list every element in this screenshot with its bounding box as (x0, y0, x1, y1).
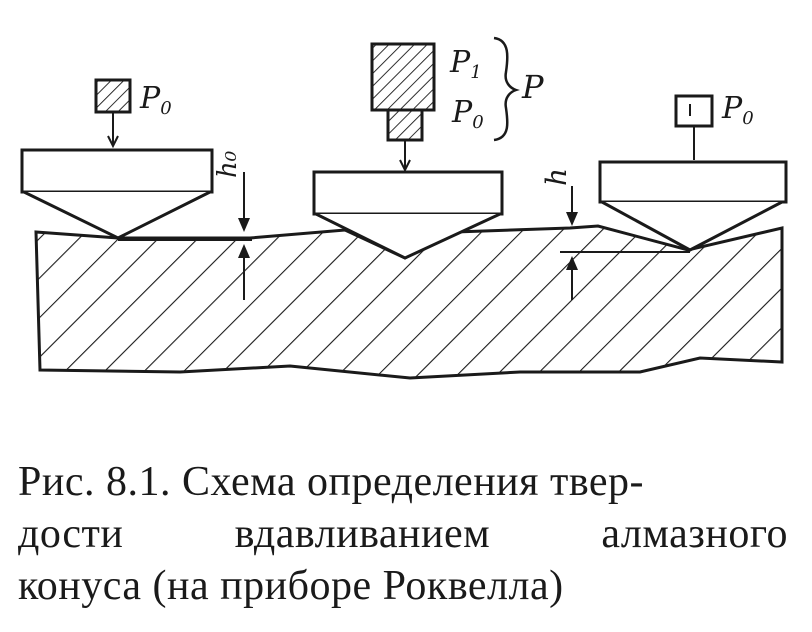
cone-left (23, 190, 211, 240)
weight-p0-left (94, 78, 132, 114)
indenter-middle (312, 42, 504, 260)
indenter-left (20, 78, 214, 240)
weight-p1 (370, 42, 436, 112)
weight-p0-middle (386, 108, 424, 142)
weight-p0-right (674, 94, 714, 128)
anvil-right (598, 160, 788, 204)
figure-caption: Рис. 8.1. Схема определения твер- дости … (18, 456, 788, 612)
anvil-left (20, 148, 214, 194)
dimension-h (560, 186, 690, 300)
svg-text:P0: P0 (451, 95, 484, 133)
cone-middle (315, 212, 501, 260)
svg-text:P1: P1 (449, 45, 482, 83)
indenter-right (598, 94, 788, 252)
caption-word: вдавливанием (234, 511, 491, 557)
caption-line-2: дости вдавливанием алмазного (18, 508, 788, 560)
svg-text:P0: P0 (139, 81, 172, 119)
label-h: h (540, 168, 573, 186)
caption-word: дости (18, 511, 124, 557)
dimension-h0 (118, 172, 252, 300)
cone-right (601, 200, 783, 252)
label-h0: h₀ (213, 150, 243, 178)
caption-word: алмазного (601, 511, 788, 557)
load-brace (493, 36, 520, 142)
anvil-middle (312, 170, 504, 216)
caption-line-3: конуса (на приборе Роквелла) (18, 563, 564, 609)
caption-line-1: Рис. 8.1. Схема определения твер- (18, 459, 645, 505)
label-p: P (521, 68, 544, 106)
svg-text:P0: P0 (721, 91, 754, 129)
